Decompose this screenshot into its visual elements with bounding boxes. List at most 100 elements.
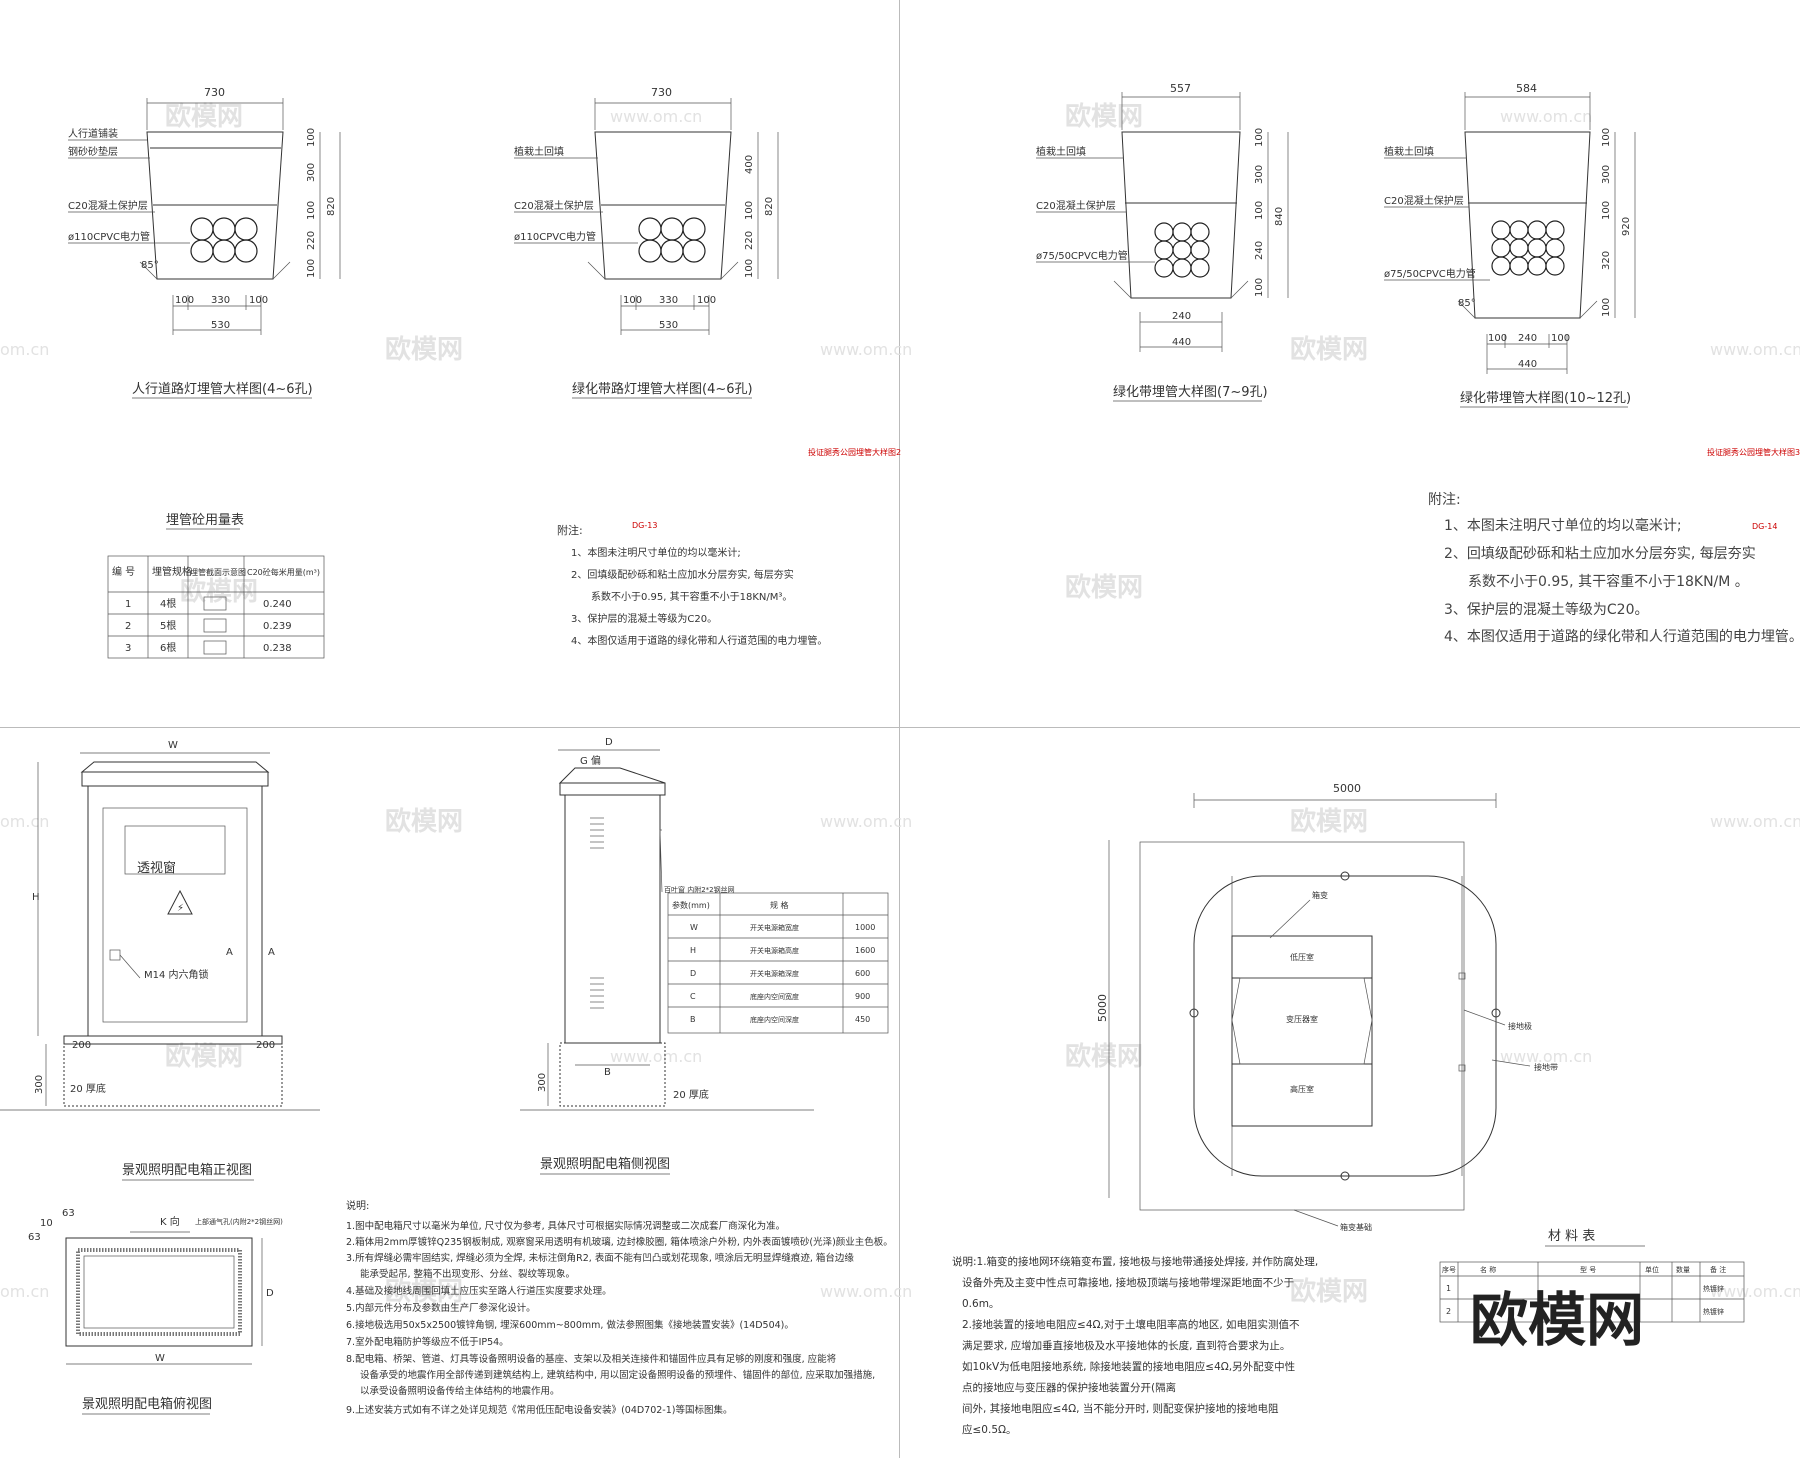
trench-diagram-7-9: 557 植栽土回填 C20混凝土保护层 ø75/50CPVC电力管 100 30…: [1036, 82, 1289, 402]
watermark-text: 欧模网: [1065, 572, 1143, 603]
layer-label: ø75/50CPVC电力管: [1036, 249, 1128, 262]
table-cell: 开关电源箱深度: [750, 969, 799, 978]
table-cell: W: [690, 923, 698, 932]
drawing-reference-note: 投证腿秀公园埋管大样图3: [1707, 447, 1800, 457]
note-line: 4、本图仅适用于道路的绿化带和人行道范围的电力埋管。: [1444, 628, 1800, 645]
dimension-label: 100: [1551, 333, 1570, 344]
table-cell: 0.240: [263, 599, 292, 610]
dimension-label: 100: [1601, 298, 1612, 317]
table-row: W 开关电源箱宽度 1000: [690, 923, 875, 932]
vent-louvers: [590, 817, 604, 1009]
top-view-drawing: 63 10 63 上部通气孔(内附2*2钢丝网) K 向 D W 景观照明配电箱…: [28, 1208, 283, 1415]
table-cell: 4根: [160, 597, 176, 610]
callout-label: 接地带: [1534, 1062, 1558, 1072]
sidewalk-trench-diagram: 730 85° 人行道铺装 钢砂砂垫层 C20混凝土保护层 ø110CPVC电力…: [68, 86, 341, 399]
dimension-label: W: [168, 740, 178, 751]
table-header: 埋管截面示意图: [190, 567, 246, 577]
table-cell: 底座内空间深度: [750, 1015, 799, 1024]
dimension-label: W: [155, 1353, 165, 1364]
table-cell: C: [690, 992, 696, 1001]
table-row: 2 5根 0.239: [125, 618, 292, 633]
note-line: 8.配电箱、桥架、管道、灯具等设备照明设备的基座、支架以及相关连接件和锚固件应具…: [346, 1353, 837, 1365]
table-cell: 1: [1446, 1284, 1451, 1293]
layer-label: 植栽土回填: [1384, 145, 1434, 158]
vent-note: 上部通气孔(内附2*2钢丝网): [195, 1217, 283, 1226]
dimension-label: 240: [1254, 241, 1265, 260]
watermark-text: 欧模网: [385, 1276, 463, 1307]
room-label: 变压器室: [1286, 1014, 1318, 1024]
watermark-text: www.om.cn: [820, 340, 912, 359]
table-cell: 900: [855, 992, 870, 1001]
dimension-label: 100: [1601, 128, 1612, 147]
dimension-label: 100: [1488, 333, 1507, 344]
view-title: 景观照明配电箱俯视图: [82, 1396, 212, 1412]
table-row: B 底座内空间深度 450: [690, 1015, 870, 1024]
dimension-label: 100: [306, 128, 317, 147]
note-line: 3.所有焊缝必需牢固结实, 焊缝必须为全焊, 未标注倒角R2, 表面不能有凹凸或…: [346, 1252, 854, 1264]
watermark-text: 欧模网: [1290, 806, 1368, 837]
dimension-label: 100: [1601, 201, 1612, 220]
dimension-label: 100: [744, 259, 755, 278]
callout-label: 箱变: [1312, 890, 1328, 900]
note-line: 应≤0.5Ω。: [962, 1423, 1017, 1436]
dimension-label: 530: [211, 320, 230, 331]
pipe-cluster: [1491, 220, 1565, 276]
drawing-code: DG-13: [632, 521, 657, 530]
note-line: 1.图中配电箱尺寸以毫米为单位, 尺寸仅为参考, 具体尺寸可根据实际情况调整或二…: [346, 1220, 785, 1232]
site-boundary: [1139, 841, 1465, 1211]
panel-3-distribution-box: W 透视窗 ⚡ M14 内六角锁 A A H 200 200 20 厚底 300…: [0, 737, 893, 1416]
table-header: 序号: [1442, 1265, 1456, 1274]
diagram-title: 绿化带路灯埋管大样图(4~6孔): [572, 381, 753, 397]
parameter-table: 参数(mm) 规 格 W 开关电源箱宽度 1000 H 开关电源箱高度 1600…: [667, 892, 889, 1034]
side-view-drawing: D G 偏 百叶窗 内附2*2钢丝网 B 20 厚底 300 景观照明配电箱侧视…: [520, 737, 814, 1175]
pipe-cluster: [1154, 222, 1210, 278]
dimension-label: 300: [34, 1075, 45, 1094]
note-line: 点的接地应与变压器的保护接地装置分开(隔离: [962, 1381, 1176, 1394]
dimension-label: 820: [764, 197, 775, 216]
notes-title: 说明:: [346, 1199, 369, 1212]
watermark-text: 欧模网: [165, 101, 243, 132]
layer-label: ø110CPVC电力管: [514, 230, 596, 243]
watermark-text: om.cn: [0, 1282, 49, 1301]
watermark-text: www.om.cn: [1710, 1282, 1800, 1301]
horizontal-divider: [0, 727, 1800, 728]
table-header: 单位: [1645, 1265, 1659, 1274]
note-line: 1、本图未注明尺寸单位的均以毫米计;: [1444, 517, 1682, 534]
table-row: 1 热镀锌: [1446, 1284, 1724, 1293]
callout-label: 接地极: [1508, 1021, 1532, 1031]
dimension-label: 920: [1621, 217, 1632, 236]
table-header: C20砼每米用量(m³): [247, 567, 320, 577]
watermark-layer: 欧模网 www.om.cn 欧模网 www.om.cn om.cn 欧模网 欧模…: [0, 101, 1800, 1307]
note-line: 2.接地装置的接地电阻应≤4Ω,对于土壤电阻率高的地区, 如电阻实测值不: [962, 1318, 1300, 1331]
notes-block: 附注: 1、本图未注明尺寸单位的均以毫米计; 2、回填级配砂砾和粘土应加水分层夯…: [1428, 492, 1800, 645]
ground-electrode-markers: [1189, 871, 1501, 1181]
watermark-text: 欧模网: [1065, 1041, 1143, 1072]
table-header: 备 注: [1710, 1265, 1726, 1274]
dimension-label: 100: [623, 295, 642, 306]
watermark-text: www.om.cn: [1500, 107, 1592, 126]
table-cell: 600: [855, 969, 870, 978]
notes-title: 附注:: [557, 523, 583, 537]
pipe-cluster: [190, 217, 258, 263]
table-cell: 1600: [855, 946, 875, 955]
note-line: 7.室外配电箱防护等级应不低于IP54。: [346, 1336, 509, 1348]
front-view-drawing: W 透视窗 ⚡ M14 内六角锁 A A H 200 200 20 厚底 300…: [0, 740, 320, 1181]
dimension-label: 300: [1601, 165, 1612, 184]
dimension-label: 320: [1601, 251, 1612, 270]
layer-label: 钢砂砂垫层: [68, 145, 118, 158]
pipe-section-icon: [203, 618, 227, 633]
brand-logo-watermark: 欧模网: [1470, 1286, 1644, 1354]
table-cell: H: [690, 946, 696, 955]
notes-block: 说明: 1.图中配电箱尺寸以毫米为单位, 尺寸仅为参考, 具体尺寸可根据实际情况…: [346, 1199, 893, 1416]
table-row: 1 4根 0.240: [125, 596, 292, 611]
layer-label: ø110CPVC电力管: [68, 230, 150, 243]
table-cell: 3: [125, 643, 131, 654]
note-line: 0.6m。: [962, 1298, 999, 1310]
vertical-divider: [899, 0, 900, 1458]
callout-label: 箱变基础: [1340, 1222, 1372, 1232]
dimension-label: 730: [204, 86, 225, 99]
watermark-text: om.cn: [0, 812, 49, 831]
table-cell: 450: [855, 1015, 870, 1024]
watermark-text: www.om.cn: [610, 1047, 702, 1066]
box-transformer: [1231, 935, 1373, 1127]
